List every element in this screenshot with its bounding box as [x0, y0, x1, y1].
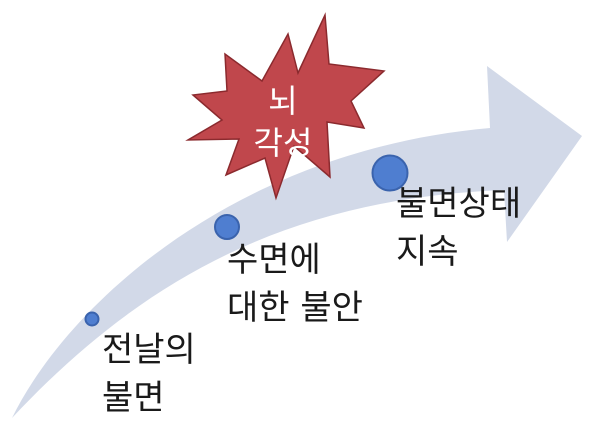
stage-dot-1	[84, 311, 100, 327]
progress-arrow	[12, 66, 582, 418]
stage-label-3-line-2: 지속	[396, 232, 459, 272]
stage-label-3-line-1: 불면상태	[396, 184, 522, 224]
burst-label-line-2: 각성	[253, 124, 313, 162]
stage-dot-2	[214, 214, 240, 240]
stage-dot-3	[371, 154, 409, 192]
burst-label: 뇌 각성	[228, 80, 338, 164]
stage-label-2-line-2: 대한 불안	[227, 288, 363, 328]
stage-label-2: 수면에 대한 불안	[227, 236, 363, 332]
stage-label-1: 전날의 불면	[102, 326, 196, 422]
stage-label-2-line-1: 수면에	[227, 240, 321, 280]
stage-label-3: 불면상태 지속	[396, 180, 521, 276]
burst-label-line-1: 뇌	[268, 82, 298, 120]
stage-label-1-line-2: 불면	[102, 378, 165, 418]
explosion-burst-icon	[185, 12, 386, 201]
stage-label-1-line-1: 전날의	[102, 330, 196, 370]
